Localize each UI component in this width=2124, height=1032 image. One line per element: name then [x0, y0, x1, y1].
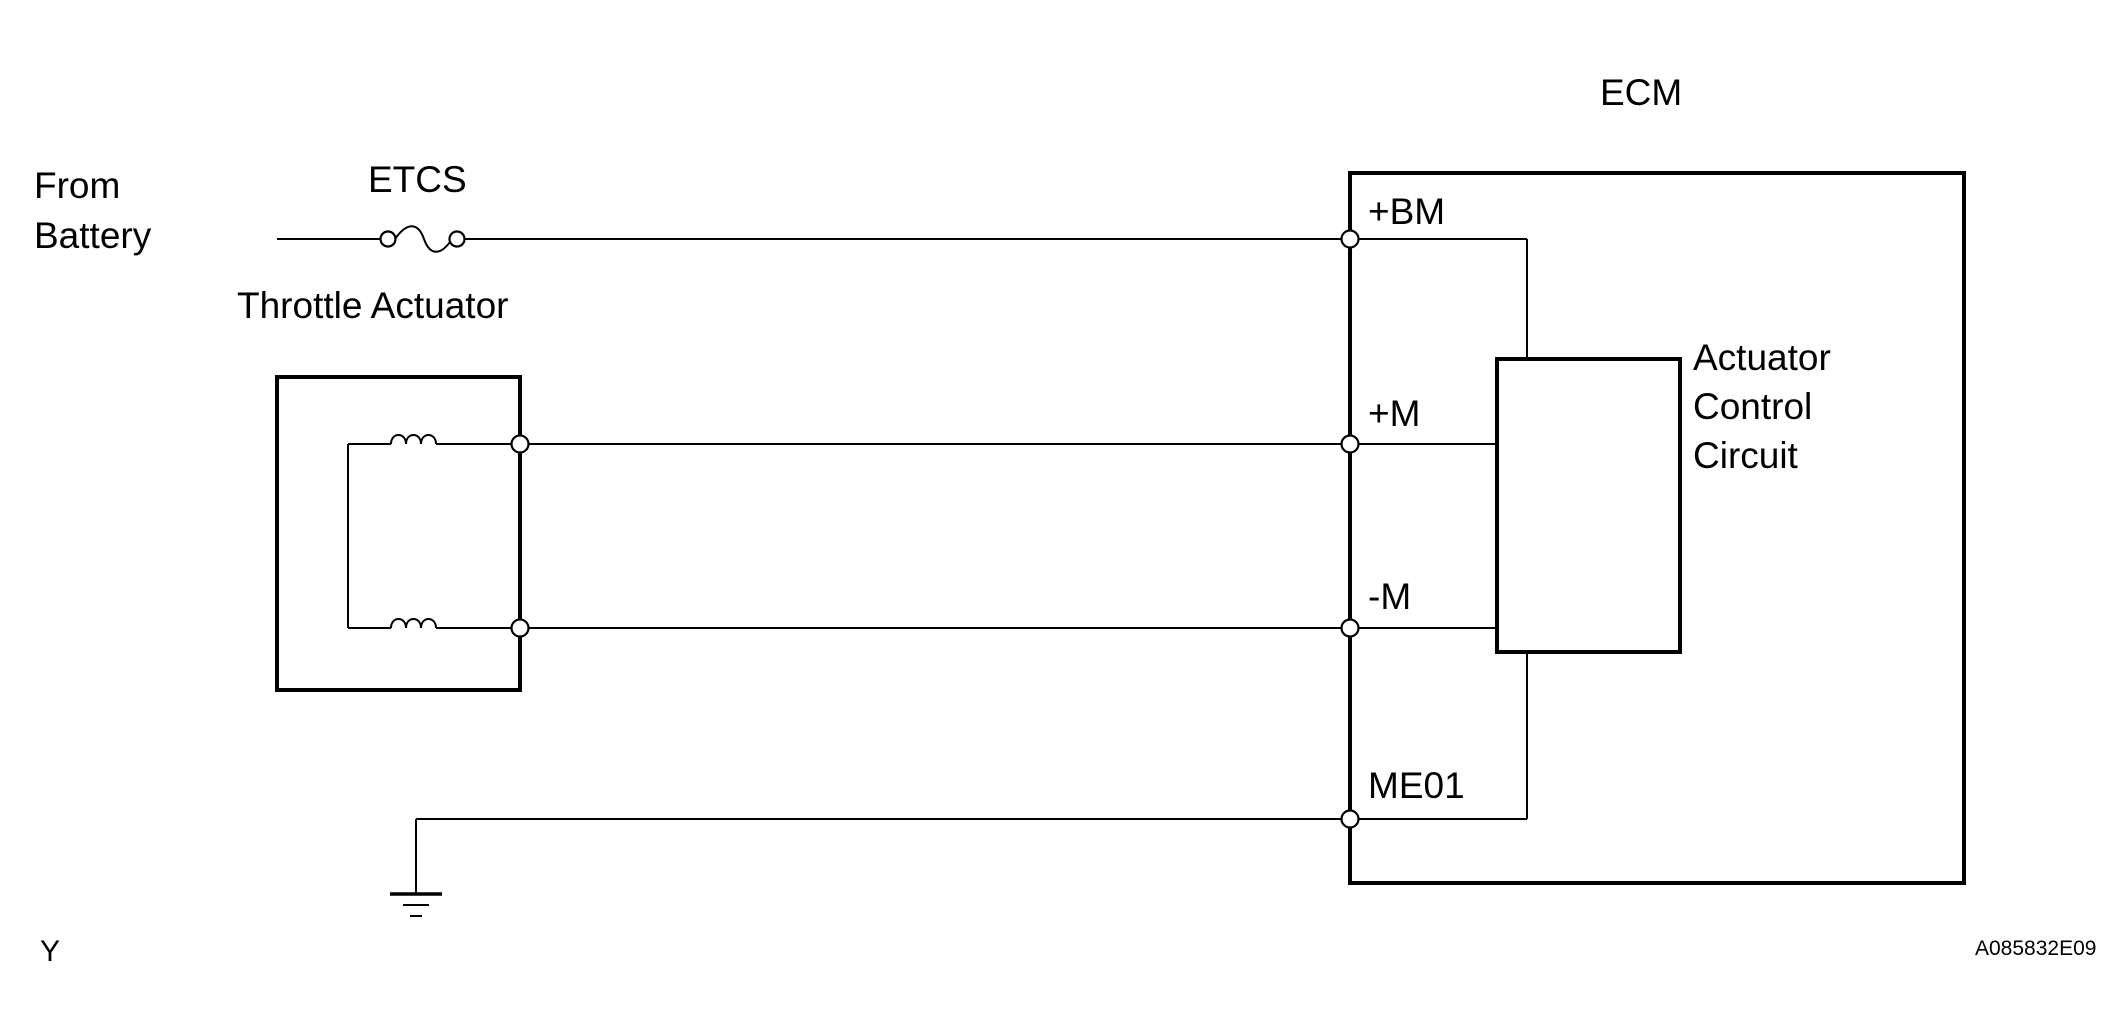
ground-symbol	[390, 892, 442, 917]
fuse-label: ETCS	[368, 159, 467, 200]
ecm-terminal-me01	[1340, 809, 1360, 829]
ecm-terminal-m-minus	[1340, 618, 1360, 638]
motor-coil-top	[390, 434, 437, 445]
actuator-terminal-minus	[510, 618, 530, 638]
throttle-actuator-box	[275, 375, 522, 692]
battery-label: Battery	[34, 215, 152, 256]
ecm-terminal-bm	[1340, 229, 1360, 249]
terminal-label-bm: +BM	[1368, 191, 1445, 232]
actuator-terminal-plus	[510, 434, 530, 454]
ecm-label: ECM	[1600, 72, 1682, 113]
terminal-label-m-minus: -M	[1368, 576, 1411, 617]
from-label: From	[34, 165, 120, 206]
figure-code-label: A085832E09	[1975, 937, 2096, 960]
throttle-actuator-label: Throttle Actuator	[237, 285, 508, 326]
fuse-terminal-left	[379, 230, 397, 248]
corner-mark-label: Y	[40, 935, 60, 968]
terminal-label-m-plus: +M	[1368, 393, 1420, 434]
fuse-terminal-right	[448, 230, 466, 248]
fuse-symbol	[394, 225, 453, 253]
ecm-terminal-m-plus	[1340, 434, 1360, 454]
actuator-control-circuit-label-line1: Actuator	[1693, 337, 1831, 378]
ecm-box	[1348, 171, 1966, 885]
actuator-control-circuit-label-line3: Circuit	[1693, 435, 1799, 476]
actuator-control-circuit-label-line2: Control	[1693, 386, 1812, 427]
actuator-control-circuit-box	[1495, 357, 1682, 654]
terminal-label-me01: ME01	[1368, 765, 1465, 806]
motor-coil-bottom	[390, 618, 437, 629]
